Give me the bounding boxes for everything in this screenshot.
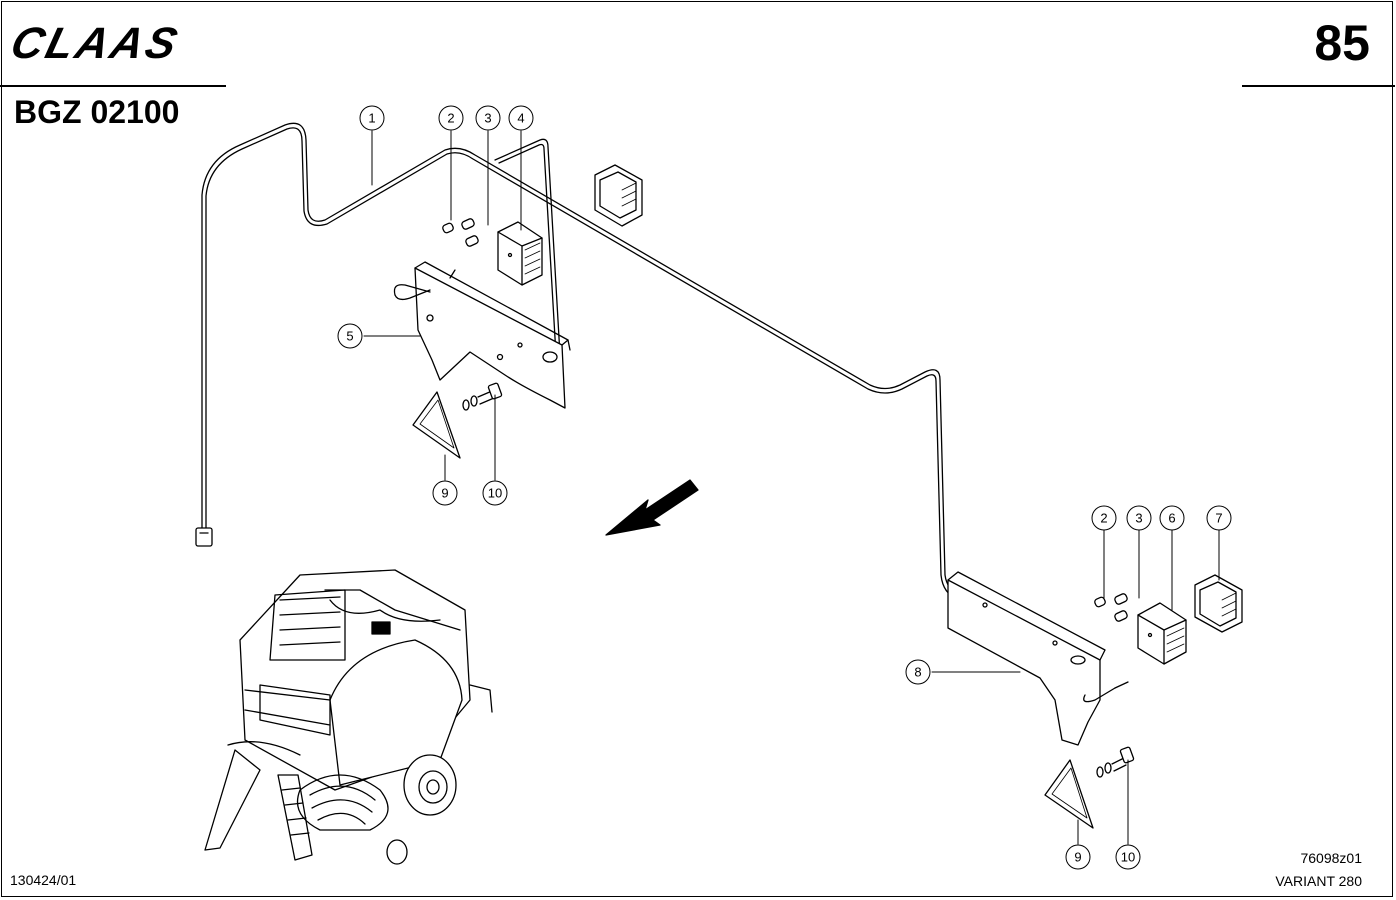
model-name: VARIANT 280	[1275, 873, 1362, 889]
lamp-lower	[1137, 602, 1187, 665]
page-number-rule	[1242, 85, 1395, 87]
callout-9-lower: 9	[1074, 850, 1081, 865]
lamp-housing-lower	[1194, 574, 1243, 633]
callout-3: 3	[484, 111, 491, 126]
direction-arrow	[605, 479, 699, 536]
leader-lines	[363, 130, 1220, 845]
callout-10: 10	[488, 486, 502, 501]
page-number: 85	[1314, 15, 1370, 71]
callout-5: 5	[346, 329, 353, 344]
callout-10-lower: 10	[1121, 850, 1135, 865]
drawing-reference: 76098z01	[1300, 850, 1362, 866]
callout-2: 2	[447, 111, 454, 126]
callout-2-lower: 2	[1100, 511, 1107, 526]
reflector-left	[412, 391, 461, 459]
callout-circles	[337, 105, 1232, 870]
callout-7: 7	[1215, 511, 1222, 526]
lamp-housing-upper	[594, 164, 643, 227]
reflector-right	[1044, 759, 1094, 829]
bulbs-upper	[442, 218, 479, 247]
bolt-right	[1096, 746, 1135, 778]
baler-illustration	[204, 569, 493, 865]
left-bracket	[393, 261, 571, 409]
callout-4: 4	[517, 111, 524, 126]
bolt-left	[462, 382, 503, 411]
group-code: BGZ 02100	[14, 94, 180, 130]
logo-rule	[0, 85, 226, 87]
callout-9: 9	[441, 486, 448, 501]
callout-3-lower: 3	[1135, 511, 1142, 526]
document-code: 130424/01	[10, 872, 77, 888]
cable-harness	[195, 122, 961, 600]
bulbs-lower	[1094, 593, 1128, 622]
lamp-upper	[497, 221, 543, 286]
callout-1: 1	[368, 111, 375, 126]
callout-8: 8	[914, 665, 921, 680]
right-bracket	[947, 571, 1129, 746]
callout-6: 6	[1168, 511, 1175, 526]
